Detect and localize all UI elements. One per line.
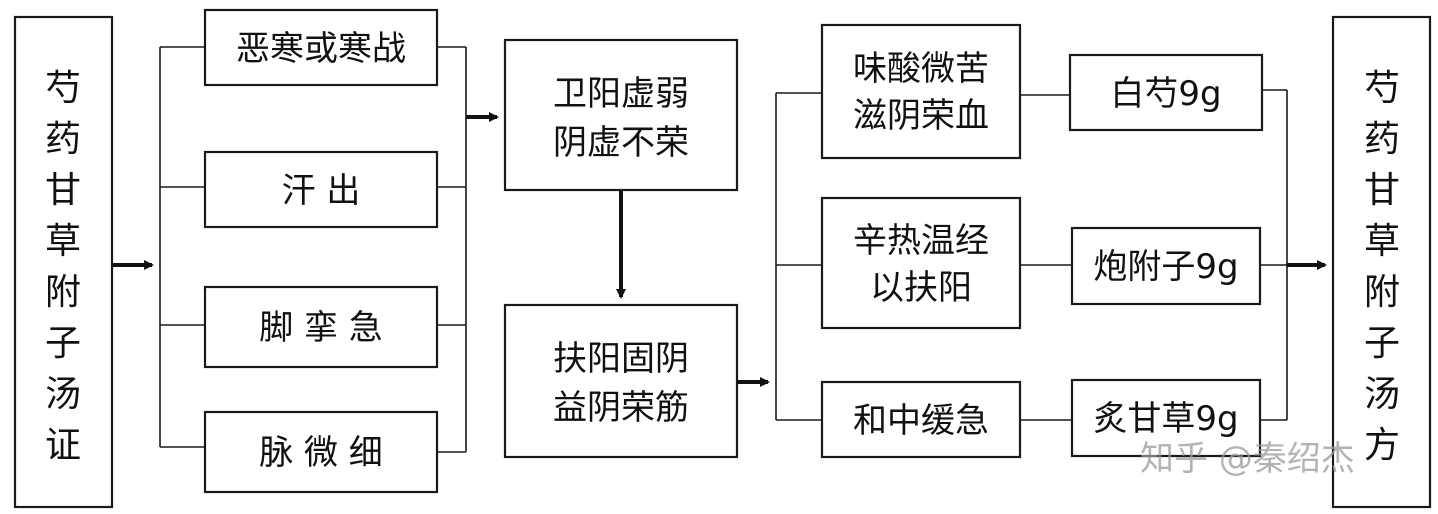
herb-label: 炙甘草9g xyxy=(1093,399,1238,439)
title-char: 附 xyxy=(1364,272,1400,313)
symptom-label: 脚 挛 急 xyxy=(259,308,383,348)
title-char: 药 xyxy=(45,119,81,160)
title-char: 汤 xyxy=(1364,374,1400,415)
title-char: 芍 xyxy=(45,68,81,109)
treatment-box xyxy=(503,303,739,459)
symptom-label: 恶寒或寒战 xyxy=(236,29,406,69)
title-char: 证 xyxy=(45,425,81,466)
symptom-box-sweating xyxy=(203,150,439,229)
function-box-harmonize xyxy=(820,380,1022,459)
title-char: 附 xyxy=(45,272,81,313)
title-char: 汤 xyxy=(45,374,81,415)
function-line: 和中缓急 xyxy=(853,401,989,441)
function-box-nourish-yin xyxy=(820,23,1022,160)
symptom-box-pulse xyxy=(203,410,439,494)
title-char: 草 xyxy=(45,221,81,262)
treatment-line-2: 益阴荣筋 xyxy=(553,388,689,428)
syndrome-box xyxy=(13,15,114,509)
pathology-box xyxy=(503,38,739,192)
formula-title: 芍药甘草附子汤方 xyxy=(1364,68,1400,466)
function-line: 以扶阳 xyxy=(870,268,972,308)
pathology-line-2: 阴虚不荣 xyxy=(553,123,689,163)
herb-label: 炮附子9g xyxy=(1093,247,1238,287)
function-box-warm-yang xyxy=(820,196,1022,330)
herb-box-aconite xyxy=(1070,226,1262,306)
herb-box-licorice xyxy=(1070,378,1262,458)
title-char: 方 xyxy=(1364,425,1400,466)
title-char: 草 xyxy=(1364,221,1400,262)
syndrome-title: 芍药甘草附子汤证 xyxy=(45,68,81,466)
symptom-box-leg-cramp xyxy=(203,285,439,369)
herb-box-white-peony xyxy=(1068,53,1264,132)
title-char: 甘 xyxy=(1364,170,1400,211)
function-line: 味酸微苦 xyxy=(853,49,989,89)
herb-label: 白芍9g xyxy=(1110,74,1221,114)
symptom-label: 脉 微 细 xyxy=(259,433,383,473)
formula-box xyxy=(1331,15,1432,509)
function-line: 滋阴荣血 xyxy=(853,96,989,136)
title-char: 药 xyxy=(1364,119,1400,160)
treatment-line-1: 扶阳固阴 xyxy=(553,339,689,379)
title-char: 甘 xyxy=(45,170,81,211)
title-char: 子 xyxy=(45,323,81,364)
title-char: 子 xyxy=(1364,323,1400,364)
pathology-line-1: 卫阳虚弱 xyxy=(553,74,689,114)
symptom-label: 汗 出 xyxy=(282,171,361,211)
function-line: 辛热温经 xyxy=(853,221,989,261)
watermark: 知乎 @秦绍杰 xyxy=(1140,439,1355,479)
title-char: 芍 xyxy=(1364,68,1400,109)
